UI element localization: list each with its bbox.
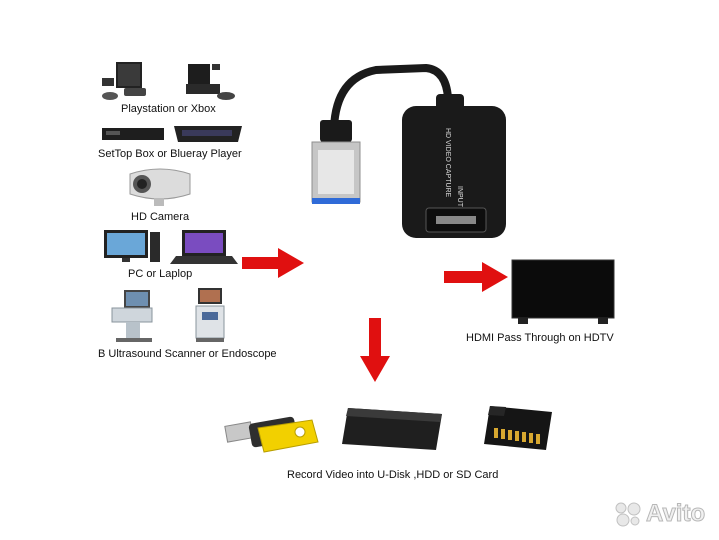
hdtv-icon <box>511 259 615 324</box>
avito-logo-icon <box>615 502 641 527</box>
usb-flash-drive-icon <box>224 416 319 453</box>
avito-watermark-text: Avito <box>645 500 706 528</box>
arrow-right-to-hdtv <box>444 262 508 292</box>
source-label-medical: B Ultrasound Scanner or Endoscope <box>98 348 277 360</box>
external-hdd-icon <box>342 408 442 450</box>
output-label-hdtv: HDMI Pass Through on HDTV <box>466 332 614 344</box>
device-brand-text: HD VIDEO CAPTURE <box>444 128 451 198</box>
output-label-storage: Record Video into U-Disk ,HDD or SD Card <box>287 469 499 481</box>
hdmi-capture-device-icon: HD VIDEO CAPTURE INPUT <box>311 63 506 238</box>
game-console-icon <box>102 62 235 100</box>
source-label-settop: SetTop Box or Blueray Player <box>98 148 242 160</box>
settop-box-icon <box>102 126 242 142</box>
pc-laptop-icon <box>104 230 238 264</box>
source-label-console: Playstation or Xbox <box>121 103 216 115</box>
avito-watermark: Avito <box>614 500 706 528</box>
hd-camera-icon <box>129 168 191 206</box>
source-label-pc: PC or Laplop <box>128 268 193 280</box>
sd-card-icon <box>484 406 552 450</box>
arrow-down-to-storage <box>360 318 390 382</box>
medical-equipment-icon <box>111 288 225 342</box>
device-input-text: INPUT <box>456 186 463 208</box>
arrow-right-to-device <box>242 248 304 278</box>
source-label-camera: HD Camera <box>131 211 190 223</box>
